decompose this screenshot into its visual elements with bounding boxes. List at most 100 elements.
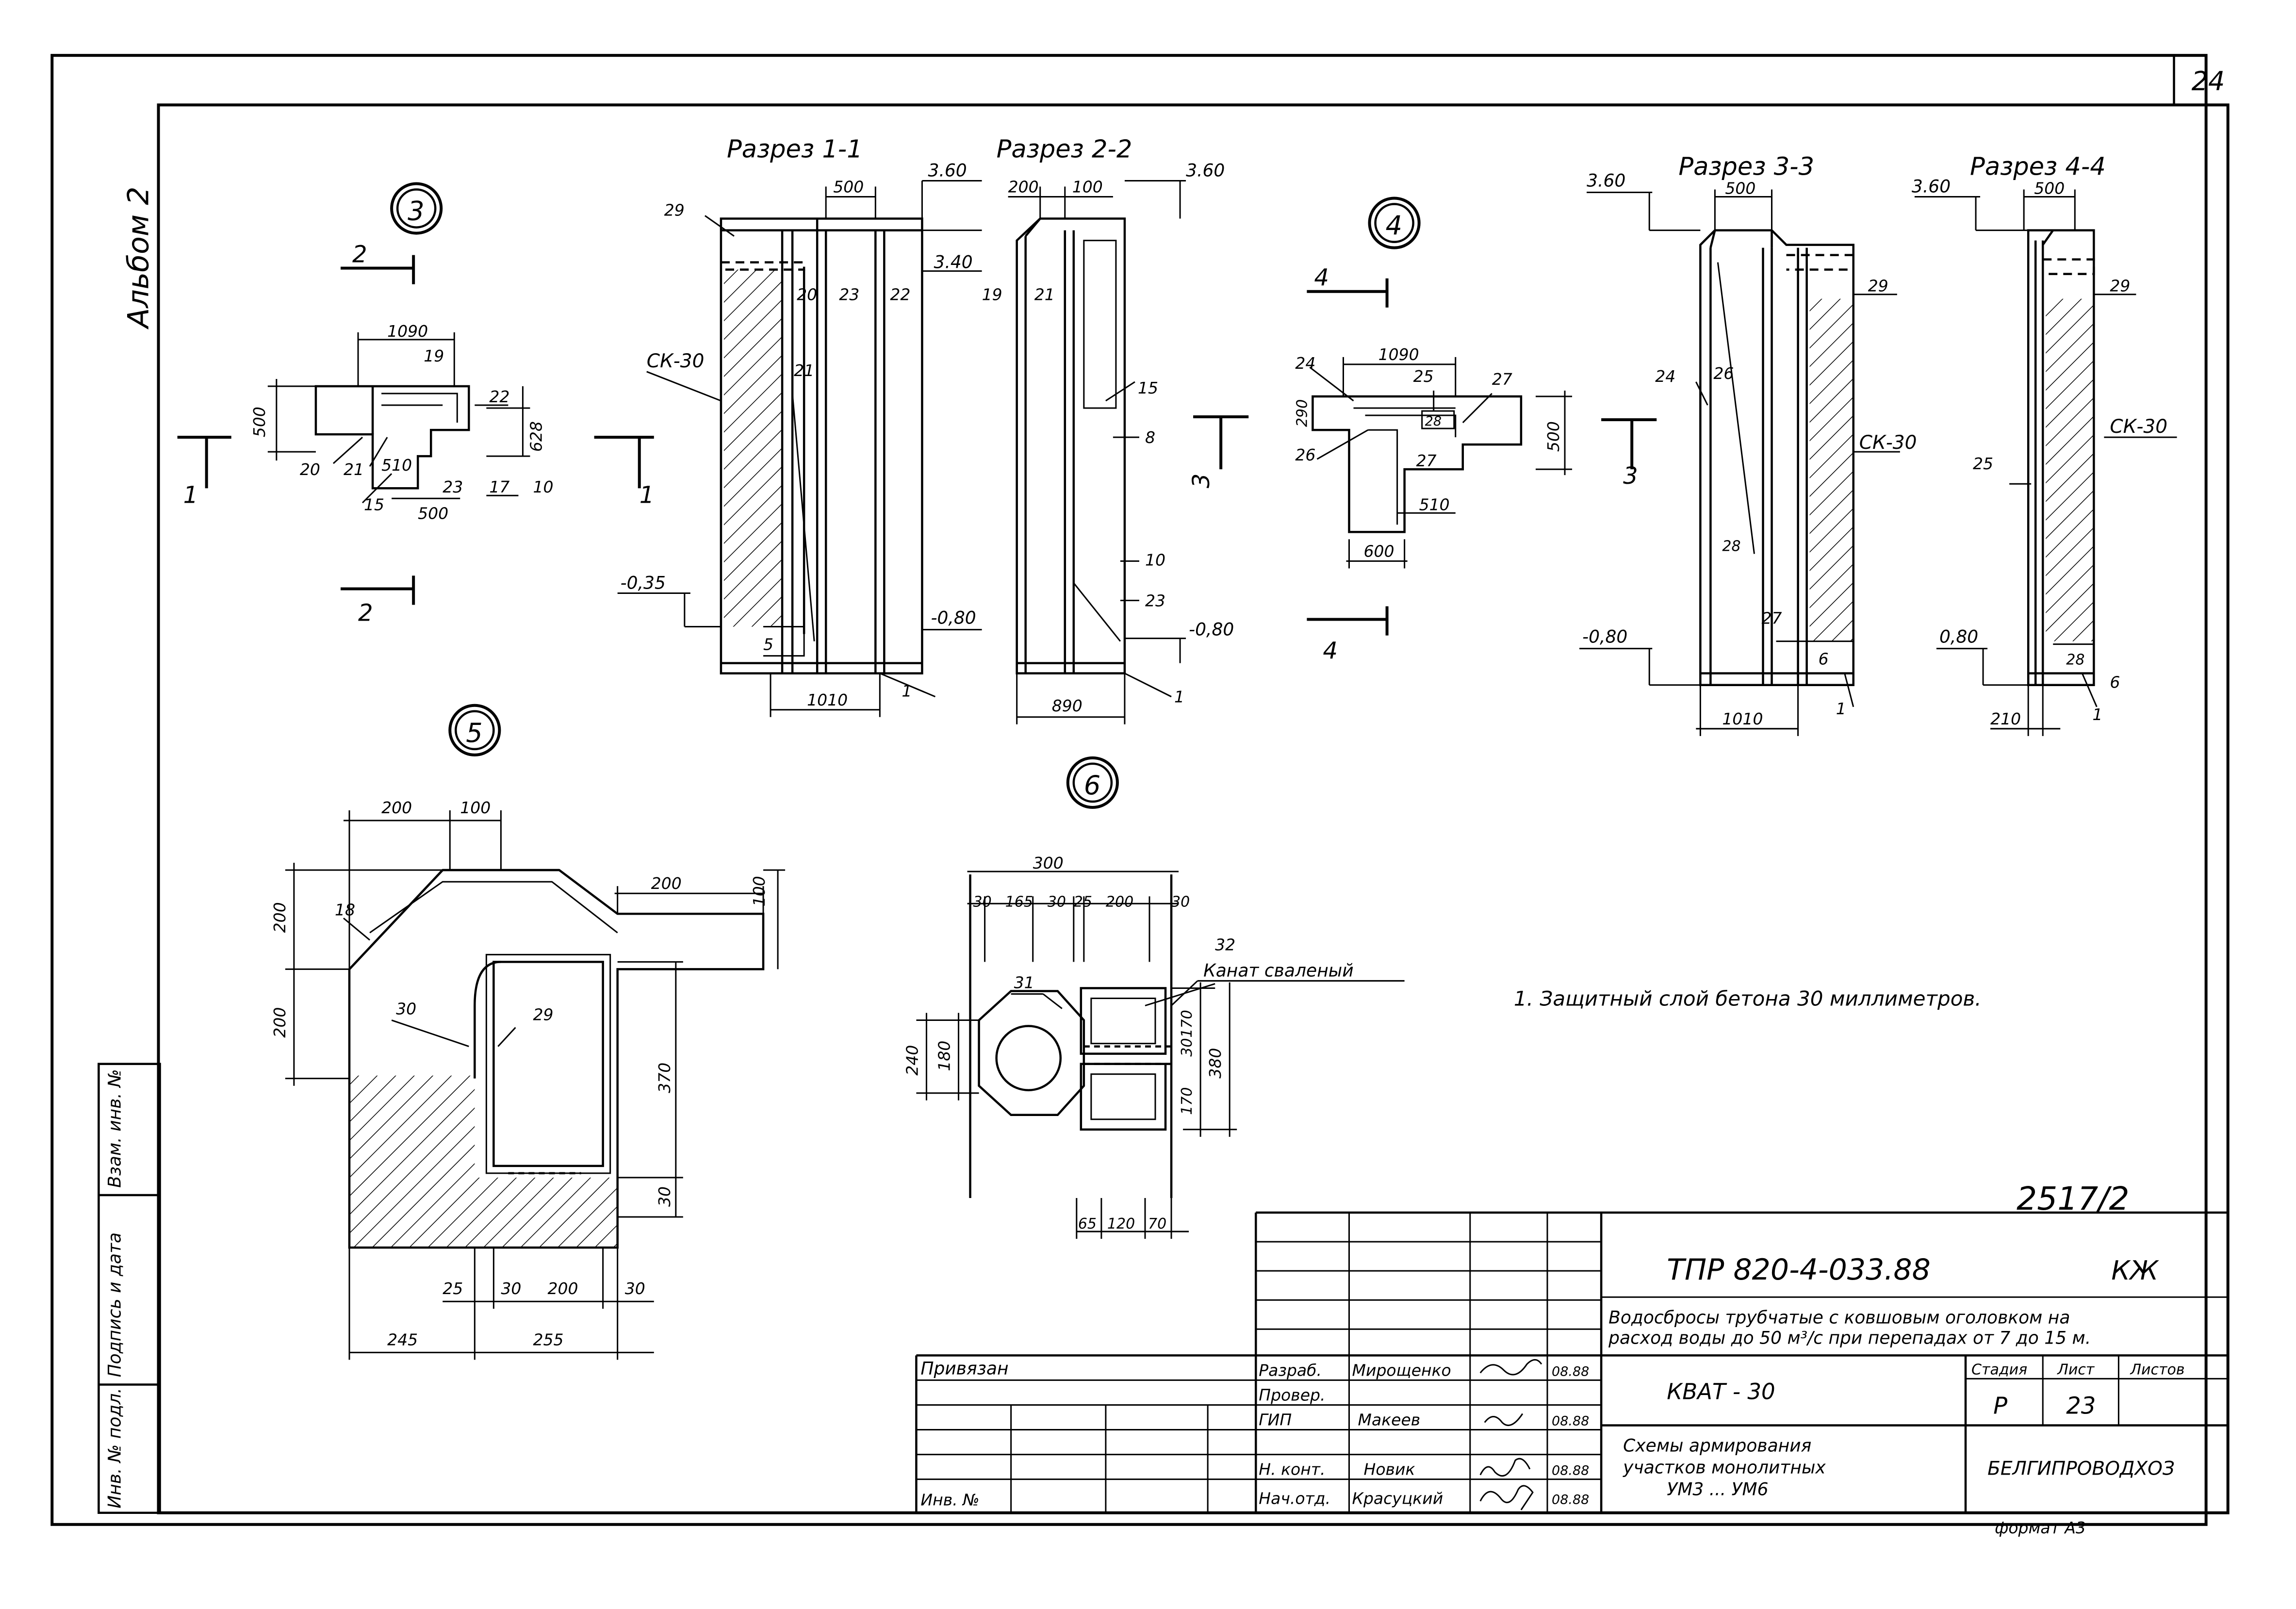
node4-ref-25: 25 xyxy=(1413,367,1434,386)
section-4-4-ref-6: 6 xyxy=(2110,673,2120,692)
node5-dim-255: 255 xyxy=(533,1330,563,1349)
doc-number: 2517/2 xyxy=(2017,1180,2129,1217)
title-organization: БЕЛГИПРОВОДХОЗ xyxy=(1987,1458,2175,1480)
title-name-5: Красуцкий xyxy=(1352,1489,1443,1508)
section-1-1-ref-5: 5 xyxy=(763,635,773,654)
node5-dim-100-top: 100 xyxy=(460,798,491,817)
node3-section-mark-1-right: 1 xyxy=(640,481,655,509)
section-3-3-ref-24: 24 xyxy=(1655,367,1675,386)
node4-dim-1090: 1090 xyxy=(1378,345,1419,364)
section-4-4-dim-210: 210 xyxy=(1990,709,2021,728)
section-4-4-ref-1: 1 xyxy=(2092,705,2102,724)
node4-section-mark-3-left: 3 xyxy=(1188,474,1215,489)
node4-ref-28: 28 xyxy=(1425,414,1442,429)
section-2-2-ref-10: 10 xyxy=(1145,550,1165,569)
node3-ref-17: 17 xyxy=(489,477,509,496)
node6-dim-25: 25 xyxy=(1074,893,1092,910)
sheet-number: 24 xyxy=(2192,66,2225,97)
section-3-3-ref-1: 1 xyxy=(1836,699,1846,718)
section-4-4: Разрез 4-4 3.60 xyxy=(1912,152,2177,736)
title-date-4: 08.88 xyxy=(1552,1463,1589,1478)
title-role-2: ГИП xyxy=(1259,1411,1292,1429)
section-3-3-ref-27: 27 xyxy=(1762,609,1782,628)
section-1-1-el-m035: -0,35 xyxy=(621,573,666,593)
node4-section-mark-4-top: 4 xyxy=(1314,264,1329,292)
section-2-2-ref-1: 1 xyxy=(1174,688,1184,706)
section-1-1-el-m080: -0,80 xyxy=(931,608,976,628)
node3-dim-628: 628 xyxy=(526,421,545,452)
title-drawing-1: Схемы армирования xyxy=(1623,1436,1811,1456)
title-attached: Привязан xyxy=(920,1359,1008,1379)
title-sheets-header: Листов xyxy=(2130,1361,2184,1378)
section-2-2-ref-15: 15 xyxy=(1138,378,1158,397)
node3-ref-20: 20 xyxy=(300,460,320,479)
node6-dim-165: 165 xyxy=(1005,893,1033,910)
node5-ref-29: 29 xyxy=(533,1005,553,1024)
title-drawing-3: УМ3 ... УМ6 xyxy=(1667,1480,1768,1500)
section-4-4-title: Разрез 4-4 xyxy=(1970,152,2106,181)
title-sheet-header: Лист xyxy=(2057,1361,2095,1378)
node3-ref-15: 15 xyxy=(364,495,384,514)
node5-dim-200-left: 200 xyxy=(270,902,289,933)
title-name-0: Мирощенко xyxy=(1352,1361,1451,1379)
node5-dim-200-bottom: 200 xyxy=(548,1279,578,1298)
title-block xyxy=(915,1211,2228,1513)
title-sheet: 23 xyxy=(2066,1393,2096,1420)
node6-dim-300: 300 xyxy=(1033,854,1064,872)
node3-dim-500-left: 500 xyxy=(250,407,269,437)
node4-dim-290: 290 xyxy=(1294,399,1311,427)
node3-dim-510: 510 xyxy=(381,456,412,475)
node3-dim-1090: 1090 xyxy=(387,322,428,341)
section-2-2: Разрез 2-2 3.60 -0,80 xyxy=(982,135,1234,724)
node5-dim-30-bottom: 30 xyxy=(625,1279,645,1298)
general-note: 1. Защитный слой бетона 30 миллиметров. xyxy=(1514,987,1982,1011)
title-object: КВАТ - 30 xyxy=(1667,1379,1775,1404)
section-4-4-ref-28: 28 xyxy=(2066,652,2084,669)
section-2-2-title: Разрез 2-2 xyxy=(997,135,1132,164)
title-role-0: Разраб. xyxy=(1259,1361,1322,1379)
side-stamp-label-replace: Взам. инв. № xyxy=(105,1069,125,1188)
node4-ref-24: 24 xyxy=(1295,354,1315,373)
title-role-1: Провер. xyxy=(1259,1385,1325,1404)
section-4-4-el-080: 0,80 xyxy=(1939,627,1978,647)
section-2-2-dim-200: 200 xyxy=(1008,177,1039,196)
section-1-1-el-360: 3.60 xyxy=(928,161,967,181)
node6-dim-65: 65 xyxy=(1078,1215,1097,1232)
section-1-1-title: Разрез 1-1 xyxy=(727,135,863,164)
node3-ref-22: 22 xyxy=(489,387,509,406)
section-4-4-ref-25: 25 xyxy=(1973,454,1993,473)
section-2-2-ref-23: 23 xyxy=(1145,591,1165,610)
node6-dim-240: 240 xyxy=(902,1045,921,1076)
node6-dim-30-b: 30 xyxy=(1048,893,1066,910)
title-date-5: 08.88 xyxy=(1552,1493,1589,1508)
title-date-0: 08.88 xyxy=(1552,1364,1589,1379)
node5-dim-200-right: 200 xyxy=(651,874,682,893)
node6-detail: 6 xyxy=(902,756,1405,1239)
node6-dim-30-c: 30 xyxy=(1171,893,1190,910)
node3-dim-500-bottom: 500 xyxy=(418,504,448,523)
section-2-2-el-360: 3.60 xyxy=(1186,161,1225,181)
section-3-3-ref-29: 29 xyxy=(1868,277,1888,296)
title-stage-header: Стадия xyxy=(1971,1361,2027,1378)
node5-dim-100-right: 100 xyxy=(750,876,769,906)
node6-ref-32: 32 xyxy=(1215,935,1235,954)
section-2-2-ref-19: 19 xyxy=(982,285,1002,304)
node4-label: 4 xyxy=(1386,211,1402,241)
frame xyxy=(50,54,2230,1526)
node3-ref-19: 19 xyxy=(424,346,444,365)
title-date-2: 08.88 xyxy=(1552,1414,1589,1429)
node4-dim-600: 600 xyxy=(1364,542,1394,560)
section-3-3-dim-1010: 1010 xyxy=(1722,709,1763,728)
node5-dim-370: 370 xyxy=(655,1063,674,1093)
section-1-1-dim-500: 500 xyxy=(833,177,864,196)
node6-ref-31: 31 xyxy=(1014,973,1034,992)
side-stamp-label-sign: Подпись и дата xyxy=(105,1232,125,1377)
node4-dim-500: 500 xyxy=(1544,421,1563,452)
section-2-2-el-m080: -0,80 xyxy=(1189,620,1234,640)
node5-dim-200-left2: 200 xyxy=(270,1007,289,1038)
section-3-3-ck: СК-30 xyxy=(1859,432,1917,454)
section-4-4-ck: СК-30 xyxy=(2110,416,2167,438)
section-1-1-ref-21: 21 xyxy=(794,361,814,380)
section-2-2-dim-890: 890 xyxy=(1052,696,1082,715)
